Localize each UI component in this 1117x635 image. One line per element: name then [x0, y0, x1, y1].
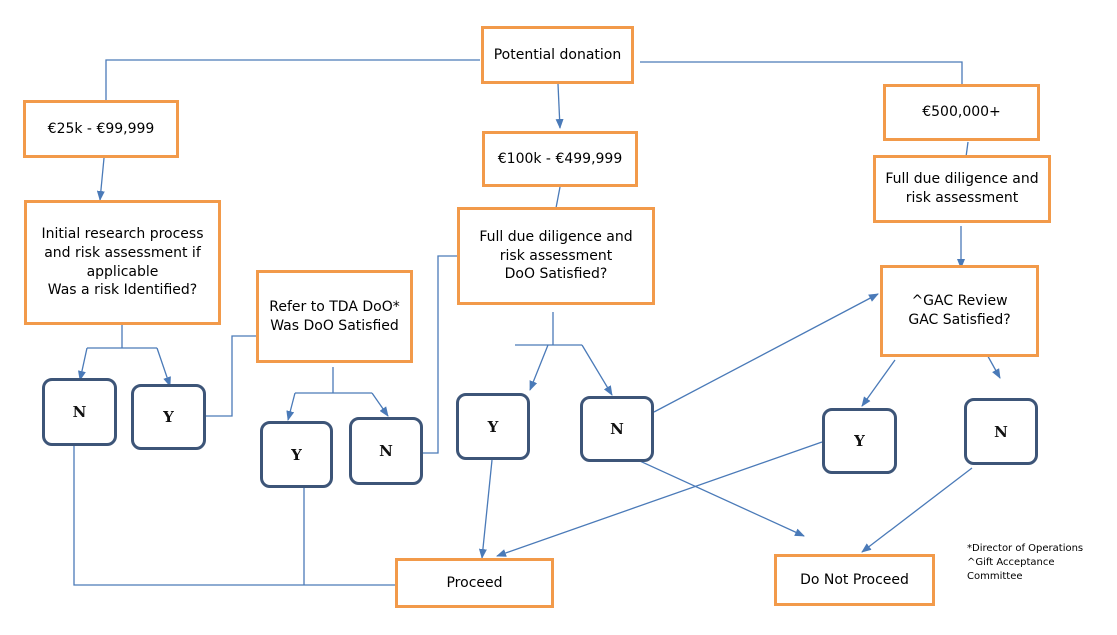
- gac-review-box: ^GAC Review GAC Satisfied?: [880, 265, 1039, 357]
- initial-research-box: Initial research process and risk assess…: [24, 200, 221, 325]
- tier-25k-99k-label: €25k - €99,999: [47, 120, 155, 137]
- potential-donation-label: Potential donation: [493, 46, 622, 63]
- connector-to-doo-y: [286, 392, 296, 421]
- proceed-label: Proceed: [446, 574, 503, 591]
- initial-research-label: Initial research process and risk assess…: [41, 225, 204, 299]
- potential-donation-box: Potential donation: [481, 26, 634, 84]
- connector-root-mid: [555, 83, 564, 129]
- decision-gac-y: Y: [822, 408, 897, 474]
- connector-root-right: [640, 61, 963, 84]
- decision-gac-n-label: N: [994, 422, 1008, 441]
- connector-tier2-duediligence: [555, 186, 561, 209]
- decision-mid-n-label: N: [610, 420, 624, 438]
- connector-to-mid-y: [529, 344, 549, 391]
- tier-25k-99k-box: €25k - €99,999: [23, 100, 179, 158]
- decision-risk-y-label: Y: [163, 408, 174, 426]
- due-diligence-high-label: Full due diligence and risk assessment: [885, 171, 1039, 206]
- decision-doo-n: N: [349, 417, 423, 485]
- footnote-legend: *Director of Operations ^Gift Acceptance…: [967, 543, 1084, 582]
- refer-tda-label: Refer to TDA DoO* Was DoO Satisfied: [269, 298, 400, 334]
- connector-mid-n-gac: [653, 293, 879, 413]
- connector-to-doo-n: [371, 392, 389, 417]
- connector-tier1-research: [96, 157, 105, 201]
- decision-risk-n-label: N: [72, 403, 87, 421]
- connector-gac-y-proceed: [496, 441, 823, 557]
- decision-mid-y: Y: [456, 393, 530, 460]
- decision-gac-y-label: Y: [854, 432, 865, 450]
- do-not-proceed-box: Do Not Proceed: [774, 554, 935, 606]
- tier-100k-499k-box: €100k - €499,999: [482, 131, 638, 187]
- connector-mid-n-dnp: [619, 451, 805, 537]
- decision-mid-y-label: Y: [487, 417, 499, 436]
- connector-risk-y-refer: [206, 335, 256, 417]
- tier-500k-plus-label: €500,000+: [922, 104, 1001, 121]
- due-diligence-mid-box: Full due diligence and risk assessment D…: [457, 207, 655, 305]
- tier-100k-499k-label: €100k - €499,999: [497, 150, 623, 167]
- do-not-proceed-label: Do Not Proceed: [800, 571, 909, 588]
- connector-to-risk-y: [156, 347, 171, 387]
- connector-to-gac-y: [861, 359, 896, 407]
- connector-to-mid-n: [581, 344, 613, 396]
- refer-tda-box: Refer to TDA DoO* Was DoO Satisfied: [256, 270, 413, 363]
- proceed-box: Proceed: [395, 558, 554, 608]
- connector-to-risk-n: [78, 347, 88, 381]
- connector-risk-n-proceed: [73, 446, 396, 586]
- connector-root-left: [105, 59, 480, 100]
- connector-gac-n-dnp: [861, 467, 973, 553]
- gac-review-label: ^GAC Review GAC Satisfied?: [908, 293, 1011, 328]
- decision-doo-y-label: Y: [291, 445, 302, 464]
- tier-500k-plus-box: €500,000+: [883, 84, 1040, 141]
- due-diligence-high-box: Full due diligence and risk assessment: [873, 155, 1051, 223]
- decision-risk-n: N: [42, 378, 117, 446]
- decision-gac-n: N: [964, 398, 1038, 465]
- connector-doo-n-duediligence: [423, 255, 458, 454]
- decision-mid-n: N: [580, 396, 654, 462]
- decision-doo-y: Y: [260, 421, 333, 488]
- due-diligence-mid-label: Full due diligence and risk assessment D…: [479, 228, 633, 283]
- connector-mid-y-proceed: [478, 459, 493, 559]
- decision-risk-y: Y: [131, 384, 206, 450]
- decision-doo-n-label: N: [379, 442, 393, 460]
